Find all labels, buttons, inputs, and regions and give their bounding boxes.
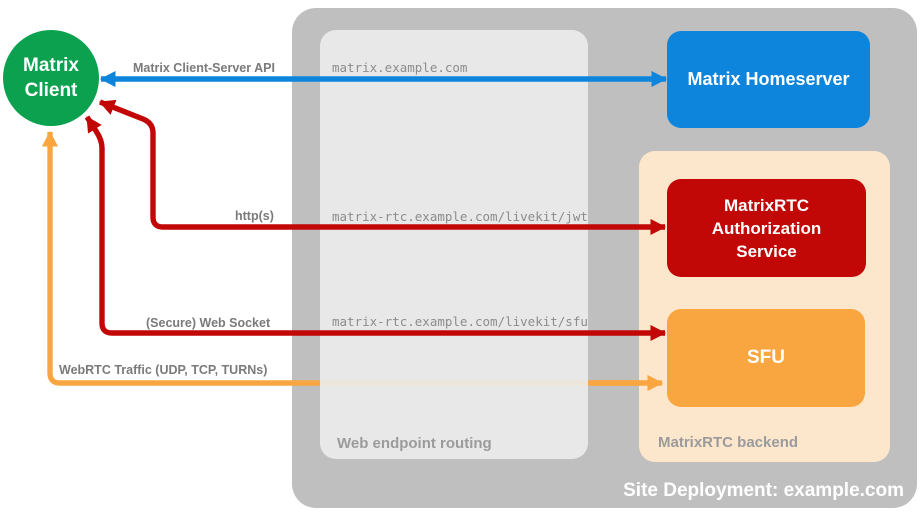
matrixrtc-authorization-service-node: MatrixRTC Authorization Service xyxy=(667,179,866,277)
web-endpoint-routing-label: Web endpoint routing xyxy=(337,435,492,452)
web-endpoint-routing-box: Web endpoint routing xyxy=(320,30,588,459)
endpoint-label-matrix: matrix.example.com xyxy=(332,60,468,75)
edge-label-https: http(s) xyxy=(235,209,274,223)
matrix-homeserver-node: Matrix Homeserver xyxy=(667,31,870,128)
edge-label-client-server-api: Matrix Client-Server API xyxy=(133,61,275,75)
site-deployment-label: Site Deployment: example.com xyxy=(623,480,904,501)
matrixrtc-backend-label: MatrixRTC backend xyxy=(658,434,799,451)
edge-label-secure-web-socket: (Secure) Web Socket xyxy=(146,316,271,330)
matrix-client-node: Matrix Client xyxy=(3,30,99,126)
edge-label-webrtc-traffic: WebRTC Traffic (UDP, TCP, TURNs) xyxy=(59,363,268,377)
sfu-node: SFU xyxy=(667,309,865,407)
endpoint-label-livekit-jwt: matrix-rtc.example.com/livekit/jwt xyxy=(332,209,588,224)
endpoint-label-livekit-sfu: matrix-rtc.example.com/livekit/sfu xyxy=(332,314,588,329)
